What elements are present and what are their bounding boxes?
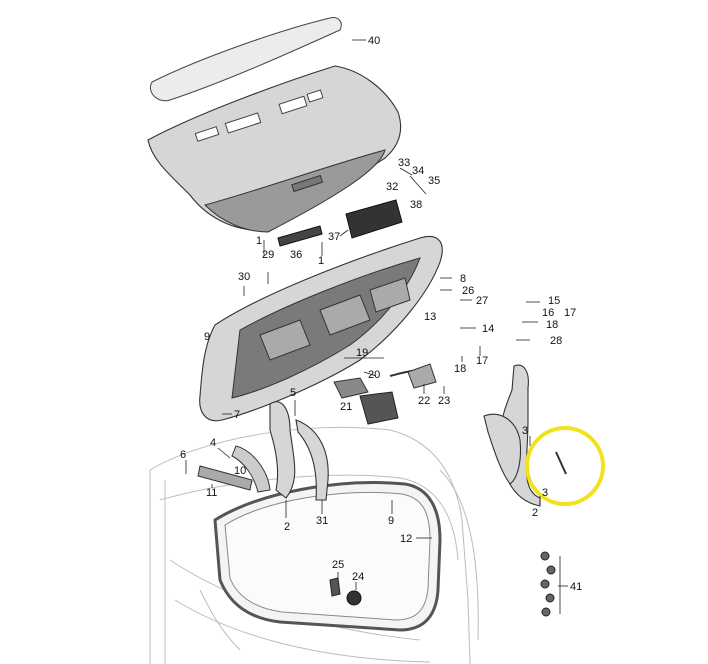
part-label-5: 5	[290, 387, 296, 399]
part-label-3a: 3	[522, 425, 528, 437]
part-label-16: 16	[542, 307, 554, 319]
part-label-22: 22	[418, 395, 430, 407]
part-label-17a: 17	[564, 307, 576, 319]
part-label-27: 27	[476, 295, 488, 307]
part-label-17b: 17	[476, 355, 488, 367]
callout-lines	[185, 39, 568, 614]
part-label-1b: 1	[318, 255, 324, 267]
part-label-3b: 3	[542, 487, 548, 499]
part-label-24: 24	[352, 571, 364, 583]
part-label-41: 41	[570, 581, 582, 593]
part-label-36: 36	[290, 249, 302, 261]
part-label-40: 40	[368, 35, 380, 47]
part-label-28: 28	[550, 335, 562, 347]
gas-strut	[197, 445, 271, 493]
part-label-12: 12	[400, 533, 412, 545]
part-label-25: 25	[332, 559, 344, 571]
part-label-31: 31	[316, 515, 328, 527]
right-hinge	[483, 364, 541, 507]
part-label-30: 30	[238, 271, 250, 283]
part-label-21: 21	[340, 401, 352, 413]
part-label-7: 7	[234, 409, 240, 421]
license-plate-bracket	[345, 199, 403, 239]
part-label-18b: 18	[454, 363, 466, 375]
left-hinge	[269, 401, 329, 501]
part-label-10: 10	[234, 465, 246, 477]
part-label-1a: 1	[256, 235, 262, 247]
part-label-33: 33	[398, 157, 410, 169]
trunk-lid-inner-panel	[199, 236, 443, 422]
trunk-opening-seal	[213, 481, 442, 632]
part-label-37: 37	[328, 231, 340, 243]
fastener-kit	[540, 551, 556, 617]
rear-window-glass	[150, 17, 342, 102]
part-label-20: 20	[368, 369, 380, 381]
part-labels: 40 33 34 35 32 38 37 1 36 1 29 30 8 26 2…	[180, 35, 582, 593]
part-label-2a: 2	[284, 521, 290, 533]
part-label-26: 26	[462, 285, 474, 297]
part-label-29: 29	[262, 249, 274, 261]
part-label-14: 14	[482, 323, 494, 335]
part-label-8: 8	[460, 273, 466, 285]
part-label-18a: 18	[546, 319, 558, 331]
part-label-9b: 9	[388, 515, 394, 527]
part-label-23: 23	[438, 395, 450, 407]
part-label-4: 4	[210, 437, 216, 449]
part-label-34: 34	[412, 165, 424, 177]
part-label-9a: 9	[204, 331, 210, 343]
part-label-32: 32	[386, 181, 398, 193]
highlight-circle	[525, 426, 605, 506]
lock-assembly	[333, 363, 437, 425]
trunk-lid-outer-panel	[147, 65, 402, 233]
part-label-2b: 2	[532, 507, 538, 519]
part-label-19: 19	[356, 347, 368, 359]
bolt-set	[329, 577, 362, 606]
part-label-38: 38	[410, 199, 422, 211]
trim-strip	[277, 225, 323, 247]
car-body-outline	[149, 426, 479, 664]
part-label-6: 6	[180, 449, 186, 461]
part-label-13: 13	[424, 311, 436, 323]
part-label-15: 15	[548, 295, 560, 307]
part-label-35: 35	[428, 175, 440, 187]
part-label-11: 11	[206, 487, 217, 499]
